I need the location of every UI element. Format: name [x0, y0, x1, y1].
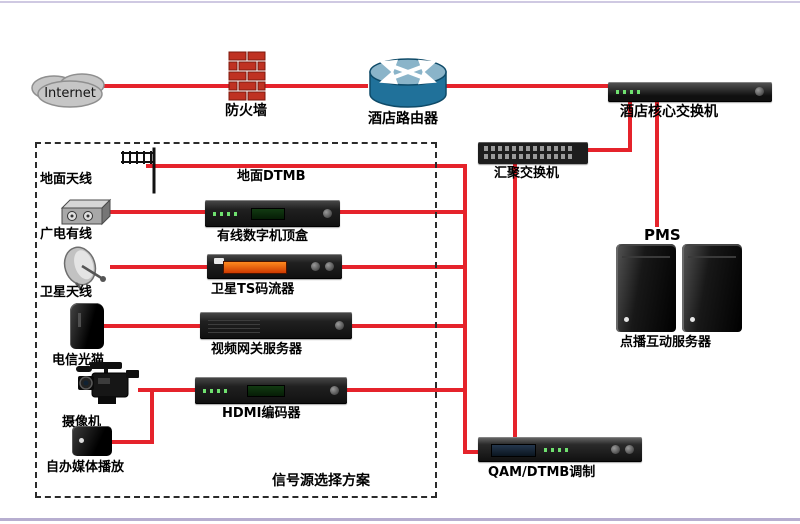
internet-label: Internet: [44, 86, 96, 101]
switch-ports: [484, 154, 574, 159]
line-antenna-bus: [146, 164, 467, 168]
router-label: 酒店路由器: [368, 111, 438, 127]
qam-leds: [544, 447, 570, 452]
switch-ports: [484, 146, 574, 151]
core-switch-icon: [608, 82, 772, 102]
bottom-scan-edge: [0, 518, 800, 521]
gateway-vents: [208, 317, 260, 334]
ts-streamer-label: 卫星TS码流器: [211, 282, 295, 297]
gateway-knob: [335, 320, 344, 330]
core-switch-leds: [616, 90, 642, 94]
satellite-antenna-label: 卫星天线: [40, 285, 93, 300]
line-cable-stb: [110, 210, 207, 214]
terrestrial-antenna-label: 地面天线: [40, 172, 93, 187]
cable-splitter-icon: [60, 196, 112, 228]
top-scan-edge: [0, 1, 800, 3]
line-selfmedia-v: [150, 388, 154, 444]
line-stb-bus: [338, 210, 467, 214]
video-camera-icon: [76, 360, 140, 412]
firewall-icon: [227, 50, 267, 102]
yagi-antenna-icon: [118, 146, 162, 194]
line-coreswitch-agg-v: [628, 100, 632, 152]
qam-modulator-icon: [478, 437, 642, 462]
line-agg-qam: [513, 162, 517, 440]
self-media-label: 自办媒体播放: [46, 460, 125, 475]
qam-knob: [625, 444, 634, 454]
media-player-led: [79, 438, 84, 443]
aggregation-switch-icon: [478, 142, 588, 164]
core-switch-knob: [755, 87, 764, 96]
firewall-label: 防火墙: [225, 103, 267, 119]
hdmi-display: [246, 385, 286, 398]
line-router-coreswitch: [443, 84, 610, 88]
pms-label: PMS: [644, 226, 681, 244]
tower-server-icon: [616, 244, 676, 332]
hdmi-leds: [203, 388, 229, 393]
hdmi-encoder-label: HDMI编码器: [222, 406, 301, 421]
line-camera-hdmi: [138, 388, 198, 392]
server-groove: [688, 256, 736, 258]
agg-switch-label: 汇聚交换机: [494, 166, 560, 181]
video-gateway-label: 视频网关服务器: [211, 342, 303, 357]
terrestrial-dtmb-label: 地面DTMB: [237, 169, 306, 184]
line-selfmedia-h: [112, 440, 154, 444]
tower-server-icon: [682, 244, 742, 332]
stb-display: [250, 208, 286, 221]
line-bus-qam: [463, 450, 482, 454]
source-box-label: 信号源选择方案: [272, 473, 370, 489]
stb-leds: [213, 211, 239, 216]
video-gateway-icon: [200, 312, 352, 339]
satellite-dish-icon: [60, 246, 112, 290]
line-coreswitch-pms: [655, 100, 659, 227]
line-ts-bus: [340, 265, 467, 269]
line-hdmi-bus: [345, 388, 467, 392]
ts-streamer-display: [223, 260, 288, 274]
hdmi-encoder-icon: [195, 377, 347, 404]
cable-label: 广电有线: [40, 227, 93, 242]
line-source-bus: [463, 164, 467, 454]
server-power-led: [690, 317, 695, 322]
server-groove: [622, 256, 670, 258]
stb-label: 有线数字机顶盒: [217, 229, 309, 244]
ts-streamer-logo: [214, 258, 224, 264]
signal-source-box: [35, 142, 437, 498]
line-gateway-bus: [350, 324, 467, 328]
line-firewall-router: [265, 84, 368, 88]
server-power-led: [624, 317, 629, 322]
ts-knob: [325, 261, 334, 271]
stb-knob: [323, 208, 332, 218]
ts-streamer-icon: [207, 254, 342, 279]
qam-knob2: [611, 444, 620, 454]
line-dish-ts: [110, 265, 209, 269]
line-modem-gateway: [102, 324, 202, 328]
ts-knob2: [311, 261, 320, 271]
line-internet-firewall: [100, 84, 230, 88]
vod-server-label: 点播互动服务器: [620, 335, 712, 350]
line-coreswitch-agg-h: [586, 148, 632, 152]
hdmi-knob: [330, 385, 339, 395]
optical-modem-icon: [70, 303, 104, 349]
modem-led-strip: [78, 313, 81, 327]
set-top-box-icon: [205, 200, 340, 227]
core-switch-label: 酒店核心交换机: [620, 104, 718, 120]
router-icon: [366, 56, 450, 112]
qam-label: QAM/DTMB调制: [488, 465, 596, 480]
internet-cloud-icon: Internet: [24, 68, 116, 112]
media-player-icon: [72, 426, 112, 456]
qam-display: [491, 444, 536, 457]
